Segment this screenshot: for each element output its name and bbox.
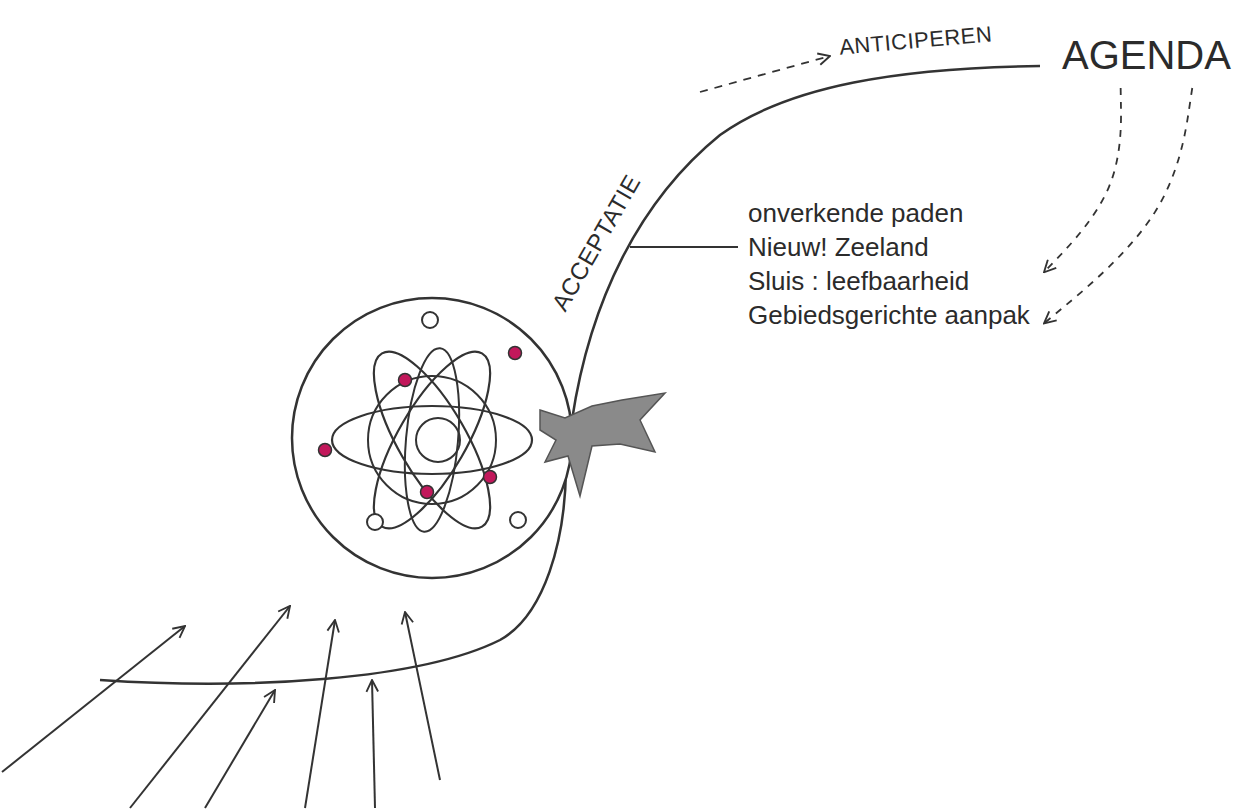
magenta-dot bbox=[484, 471, 497, 484]
tangle-loop bbox=[353, 336, 512, 543]
node-text: onverkende paden bbox=[748, 196, 1032, 230]
dashed-connector bbox=[1044, 88, 1121, 272]
inner-ring bbox=[416, 418, 460, 462]
loop-end bbox=[367, 514, 383, 530]
tangle-ring bbox=[368, 376, 496, 504]
outer-circle bbox=[292, 298, 572, 578]
incoming-arrow bbox=[2, 626, 185, 772]
dashed-arrow bbox=[700, 56, 830, 92]
node-text: Gebiedsgerichte aanpak bbox=[748, 298, 1032, 332]
incoming-arrow bbox=[305, 620, 335, 808]
magenta-dot bbox=[509, 347, 522, 360]
agenda-heading: AGENDA bbox=[1058, 28, 1237, 84]
dashed-connector bbox=[1044, 88, 1192, 323]
leader-line bbox=[630, 246, 738, 248]
loop-end bbox=[422, 312, 438, 328]
incoming-arrow bbox=[405, 612, 440, 780]
incoming-arrow bbox=[205, 690, 275, 808]
spiky-shape bbox=[540, 393, 665, 496]
node-text: AGENDA bbox=[1062, 32, 1233, 78]
loop-end bbox=[510, 512, 526, 528]
magenta-dot bbox=[421, 486, 434, 499]
topic-list: onverkende padenNieuw! ZeelandSluis : le… bbox=[744, 192, 1036, 338]
flow-label: ANTICIPEREN bbox=[838, 21, 993, 60]
tangle-loop bbox=[332, 406, 532, 474]
tangle-loop bbox=[398, 346, 466, 534]
incoming-arrow bbox=[372, 680, 375, 808]
magenta-dot bbox=[319, 444, 332, 457]
node-text: Nieuw! Zeeland bbox=[748, 230, 1032, 264]
tangle-loop bbox=[353, 336, 512, 543]
sweep-curve bbox=[572, 66, 1040, 420]
magenta-dot bbox=[399, 374, 412, 387]
node-text: Sluis : leefbaarheid bbox=[748, 264, 1032, 298]
incoming-arrow bbox=[130, 606, 290, 808]
